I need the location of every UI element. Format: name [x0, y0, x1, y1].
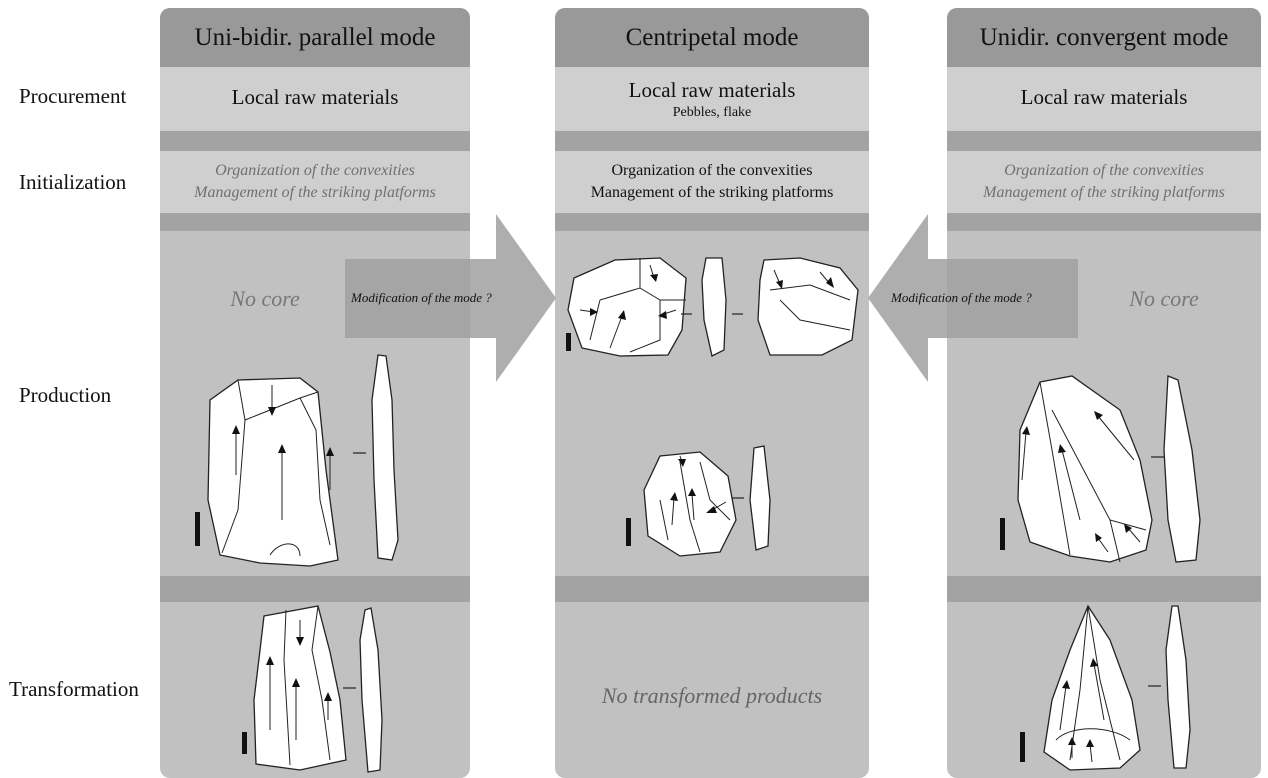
procurement-cell [947, 67, 1261, 135]
no-core-note: No core [230, 286, 300, 311]
column-title: Centripetal mode [555, 8, 869, 67]
init-line-1: Organization of the convexities [1004, 162, 1204, 179]
procurement-text: Local raw materials [628, 78, 796, 102]
column-title: Uni-bidir. parallel mode [160, 8, 470, 67]
separator [160, 576, 470, 602]
initialization-cell [947, 151, 1261, 213]
separator [555, 213, 869, 231]
procurement-text: Local raw materials [1020, 85, 1188, 109]
separator [555, 576, 869, 602]
column-title: Unidir. convergent mode [947, 8, 1261, 67]
init-line-2: Management of the striking platforms [590, 184, 834, 201]
separator [947, 213, 1261, 231]
init-line-1: Organization of the convexities [215, 162, 415, 179]
init-line-1: Organization of the convexities [611, 162, 813, 179]
separator [160, 213, 470, 231]
no-transformed-products-note: No transformed products [601, 683, 823, 708]
separator [947, 131, 1261, 151]
row-label-initialization: Initialization [19, 170, 127, 194]
procurement-text: Local raw materials [231, 85, 399, 109]
procurement-cell [160, 67, 470, 135]
separator [947, 576, 1261, 602]
separator [160, 131, 470, 151]
initialization-cell [555, 151, 869, 213]
procurement-cell [555, 67, 869, 135]
init-line-2: Management of the striking platforms [983, 184, 1225, 201]
column-centripetal-mode: Centripetal mode Local raw materials Peb… [555, 8, 869, 778]
no-core-note: No core [1129, 286, 1199, 311]
row-label-production: Production [19, 383, 112, 407]
modification-label-left: Modification of the mode ? [351, 290, 492, 305]
initialization-cell [160, 151, 470, 213]
row-label-transformation: Transformation [9, 677, 139, 701]
procurement-subtext: Pebbles, flake [672, 105, 752, 120]
modification-label-right: Modification of the mode ? [891, 290, 1032, 305]
init-line-2: Management of the striking platforms [194, 184, 436, 201]
row-label-procurement: Procurement [19, 84, 127, 108]
separator [555, 131, 869, 151]
